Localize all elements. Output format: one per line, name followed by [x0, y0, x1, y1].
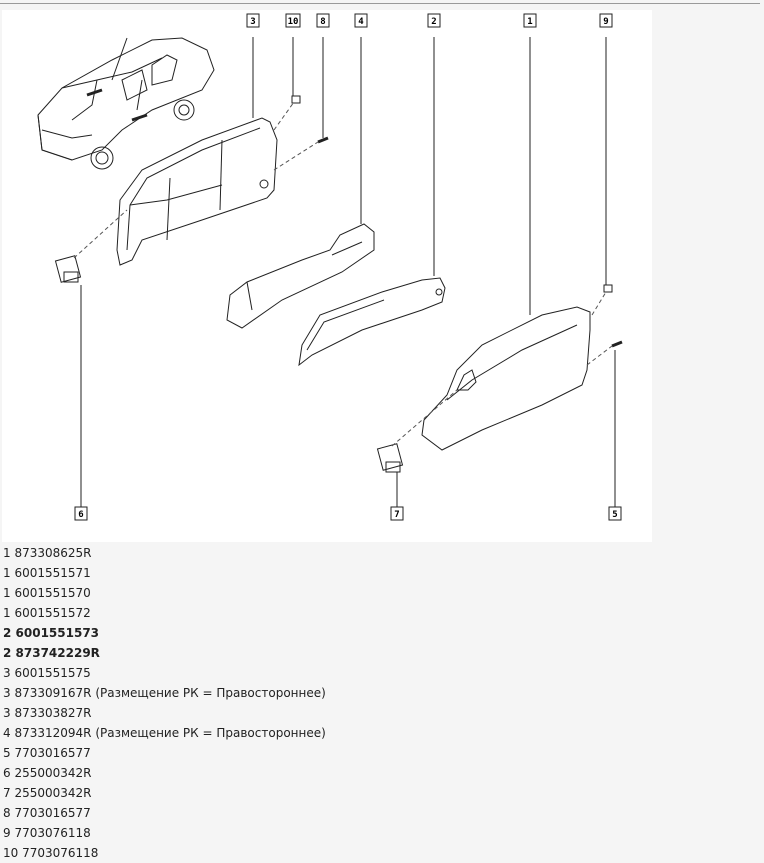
svg-text:6: 6: [78, 510, 83, 520]
parts-diagram: 3 10 8 4 2 1 9 6 7 5: [2, 10, 652, 542]
door-trim-panel-part-3: [116, 117, 278, 266]
part-line: 4 873312094R (Размещение РК = Правосторо…: [3, 726, 326, 740]
part-line: 8 7703016577: [3, 806, 91, 820]
callout-6: 6: [74, 506, 88, 521]
part-line: 1 873308625R: [3, 546, 92, 560]
callout-2: 2: [427, 13, 441, 28]
window-switch-part-7: [376, 443, 404, 473]
svg-text:5: 5: [612, 510, 617, 520]
part-line: 1 6001551571: [3, 566, 91, 580]
clip-part-9: [603, 284, 613, 293]
part-line: 1 6001551572: [3, 606, 91, 620]
part-line: 1 6001551570: [3, 586, 91, 600]
part-line-highlighted: 2 6001551573: [3, 626, 100, 640]
callout-10: 10: [285, 13, 301, 28]
part-line: 6 255000342R: [3, 766, 92, 780]
part-line-highlighted: 2 873742229R: [3, 646, 100, 660]
screw-part-8: [317, 136, 329, 144]
armrest-part-4: [226, 223, 375, 329]
svg-text:7: 7: [394, 510, 399, 520]
svg-text:9: 9: [603, 17, 608, 27]
parts-list: 1 873308625R 1 6001551571 1 6001551570 1…: [3, 543, 326, 863]
armrest-cover-part-1: [421, 306, 591, 451]
armrest-frame-part-2: [298, 277, 446, 367]
exploded-view-drawing: 3 10 8 4 2 1 9 6 7 5: [37, 13, 623, 521]
callout-7: 7: [390, 506, 404, 521]
callout-4: 4: [354, 13, 368, 28]
callout-8: 8: [316, 13, 330, 28]
svg-text:1: 1: [527, 17, 532, 27]
screw-part-5: [611, 340, 623, 348]
part-line: 3 873303827R: [3, 706, 92, 720]
callout-labels: 3 10 8 4 2 1 9 6 7 5: [74, 13, 622, 521]
part-line: 5 7703016577: [3, 746, 91, 760]
window-switch-part-6: [54, 255, 82, 283]
car-thumbnail-icon: [37, 37, 215, 170]
svg-text:10: 10: [288, 17, 299, 27]
callout-3: 3: [246, 13, 260, 28]
svg-text:2: 2: [431, 17, 436, 27]
callout-1: 1: [523, 13, 537, 28]
part-line: 7 255000342R: [3, 786, 92, 800]
top-divider: [0, 3, 760, 4]
svg-text:8: 8: [320, 17, 325, 27]
part-line: 10 7703076118: [3, 846, 99, 860]
svg-text:3: 3: [250, 17, 255, 27]
part-line: 3 873309167R (Размещение РК = Правосторо…: [3, 686, 326, 700]
part-line: 9 7703076118: [3, 826, 91, 840]
part-line: 3 6001551575: [3, 666, 91, 680]
callout-9: 9: [599, 13, 613, 28]
callout-5: 5: [608, 506, 622, 521]
svg-text:4: 4: [358, 17, 364, 27]
clip-part-10: [291, 95, 301, 104]
